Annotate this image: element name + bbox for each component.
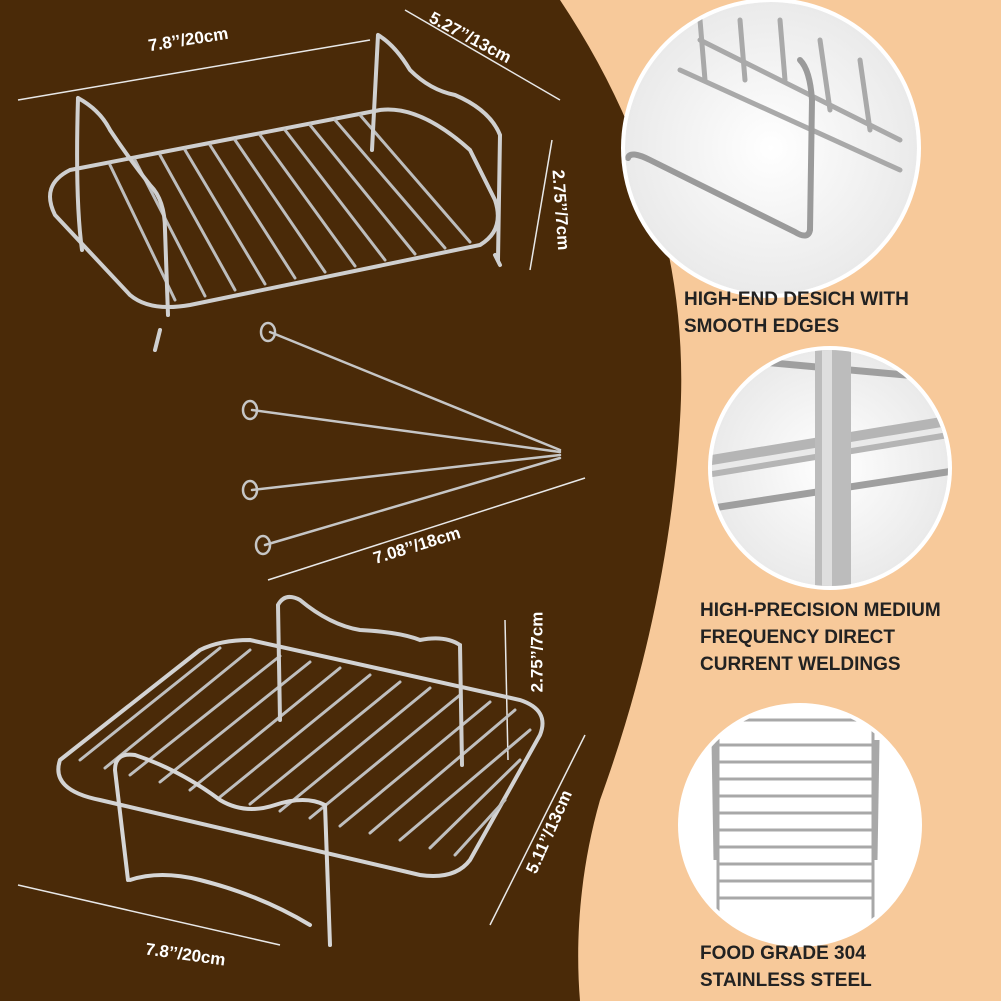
bottom-rack-icon (56, 594, 545, 947)
feature-2-line-1: HIGH-PRECISION MEDIUM (700, 600, 941, 621)
feature-1-line-1: HIGH-END DESICH WITH (684, 289, 909, 310)
top-rack-icon (48, 33, 503, 352)
feature-3-line-1: FOOD GRADE 304 (700, 943, 866, 964)
dimension-lines (17, 9, 586, 946)
feature-3-line-2: STAINLESS STEEL (700, 970, 872, 991)
feature-1-line-2: SMOOTH EDGES (684, 316, 840, 337)
rack-top-view-icon (682, 707, 918, 943)
welding-detail-icon (712, 350, 948, 586)
rack-leg-detail-icon (625, 2, 917, 294)
feature-caption-1: HIGH-END DESICH WITH SMOOTH EDGES (684, 286, 909, 340)
feature-2-line-2: FREQUENCY DIRECT (700, 627, 895, 648)
skewer-icon (241, 321, 562, 556)
feature-2-line-3: CURRENT WELDINGS (700, 654, 901, 675)
brown-background (0, 0, 682, 1001)
feature-caption-2: HIGH-PRECISION MEDIUM FREQUENCY DIRECT C… (700, 597, 941, 678)
bottom-rack-height-label: 2.75’’/7cm (527, 611, 547, 693)
feature-caption-3: FOOD GRADE 304 STAINLESS STEEL (700, 940, 872, 994)
